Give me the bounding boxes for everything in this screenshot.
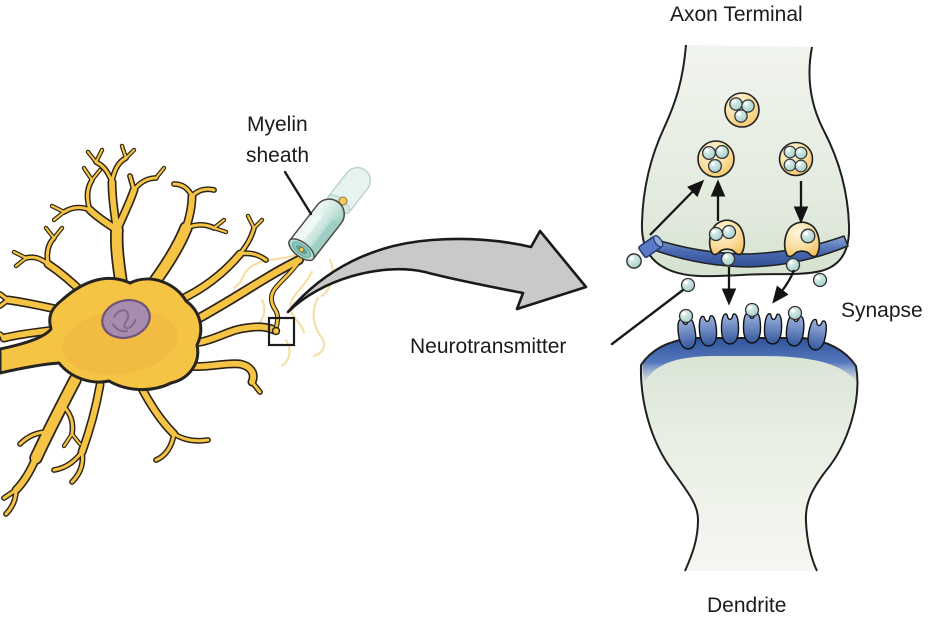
axon-terminal-panel (626, 44, 851, 278)
neurotransmitter-dot (720, 251, 736, 267)
label-neurotransmitter: Neurotransmitter (410, 335, 566, 358)
docked-neurotransmitter (678, 308, 694, 324)
neuron-illustration (0, 144, 334, 516)
label-synapse: Synapse (841, 299, 923, 322)
label-axon-terminal: Axon Terminal (670, 3, 803, 26)
neurotransmitter-pointer-line (610, 288, 685, 346)
label-dendrite: Dendrite (707, 594, 786, 617)
receptor (720, 313, 740, 345)
cell-body-shading (62, 309, 178, 375)
docked-neurotransmitter (787, 305, 803, 321)
axon (192, 260, 299, 322)
dendrite-body (640, 338, 858, 571)
axon-terminal-outline (640, 44, 851, 278)
myelin-shadow (308, 219, 338, 255)
dendrite-panel (639, 302, 859, 572)
axon-core (298, 247, 305, 253)
dendrite-outline (639, 337, 859, 572)
nucleus-texture (111, 309, 137, 333)
synaptic-vesicle (724, 92, 760, 128)
zoom-source-box (267, 316, 296, 347)
label-myelin-line2: sheath (246, 144, 309, 167)
zoom-arrow (286, 229, 588, 314)
cell-body (0, 277, 203, 392)
axon-terminal-tip (271, 326, 281, 336)
neurotransmitter-in-vesicle (721, 224, 737, 240)
node-of-ranvier (338, 196, 348, 206)
postsynaptic-membrane (642, 338, 858, 382)
dendrite-branches (0, 144, 299, 516)
docked-neurotransmitter (744, 302, 760, 318)
neurotransmitter-dot (785, 257, 801, 273)
myelin-pointer-line (283, 170, 313, 216)
receptor (742, 312, 762, 344)
label-myelin-line1: Myelin (247, 113, 308, 136)
neurotransmitter-in-vesicle (708, 226, 724, 242)
synaptic-vesicle (697, 140, 735, 178)
neurotransmitter-in-vesicle (800, 228, 816, 244)
myelin-sheath (288, 198, 345, 262)
ion-near-channel (626, 253, 642, 269)
presynaptic-membrane (650, 235, 849, 268)
myelin-highlight (297, 212, 322, 242)
vesicle-arrow-up-left (649, 179, 705, 236)
neurotransmitter-dot (812, 272, 828, 288)
synaptic-vesicle (778, 141, 814, 177)
nucleus (101, 299, 151, 339)
release-arrow-right (772, 269, 796, 304)
receptor (763, 312, 783, 346)
ion-channel (638, 235, 664, 259)
synaptic-cleft (680, 251, 828, 306)
